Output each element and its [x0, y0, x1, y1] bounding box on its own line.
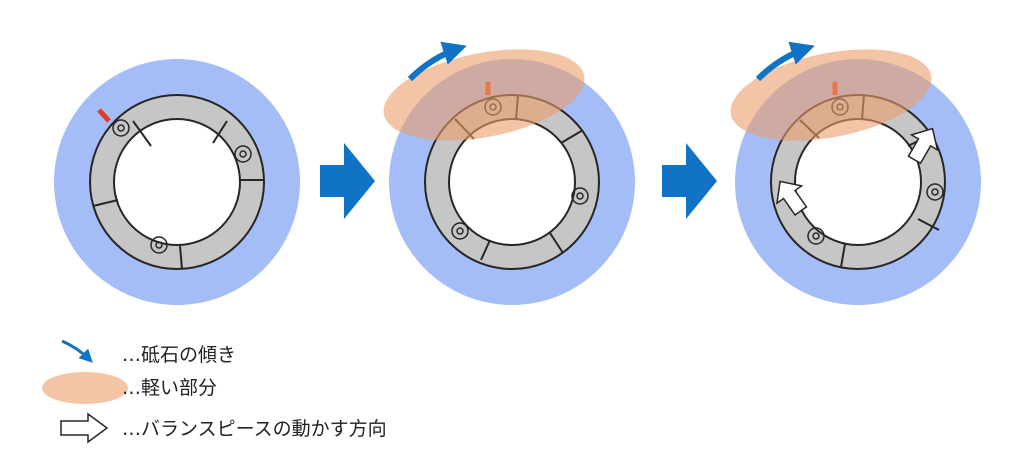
- balance-piece-screw: [150, 236, 168, 254]
- balance-piece-screw: [234, 145, 252, 163]
- legend-light-label: …軽い部分: [122, 377, 217, 399]
- light-part-ellipse-icon: [42, 372, 128, 404]
- legend-tilt-label: …砥石の傾き: [122, 344, 236, 366]
- balance-piece-screw: [571, 187, 589, 205]
- balance-piece-screw: [451, 222, 469, 240]
- light-part-zone: [730, 49, 932, 141]
- legend: …砥石の傾き …軽い部分 …バランスピースの動かす方向: [42, 339, 387, 444]
- outline-right-arrow-icon: [60, 412, 109, 444]
- balance-piece-screw: [926, 183, 944, 201]
- tilt-arrow: [407, 41, 467, 82]
- ring-dividers: [92, 120, 263, 270]
- balance-piece-screw: [112, 119, 130, 137]
- tilt-arrow: [755, 41, 815, 82]
- wheel-hole: [113, 118, 241, 246]
- wheel-2: [383, 41, 635, 305]
- balance-piece-screw: [807, 227, 825, 245]
- move-direction-arrow-right: [907, 127, 939, 165]
- step-arrow-2: [662, 143, 717, 219]
- light-part-zone: [383, 49, 585, 141]
- wheel-3: [730, 41, 981, 305]
- legend-move-label: …バランスピースの動かす方向: [122, 418, 387, 440]
- reference-marker: [97, 108, 111, 123]
- step-arrow-1: [320, 143, 375, 219]
- curved-tilt-arrow-icon: [61, 339, 93, 363]
- wheel-1: [54, 59, 300, 305]
- move-direction-arrow-left: [776, 180, 808, 216]
